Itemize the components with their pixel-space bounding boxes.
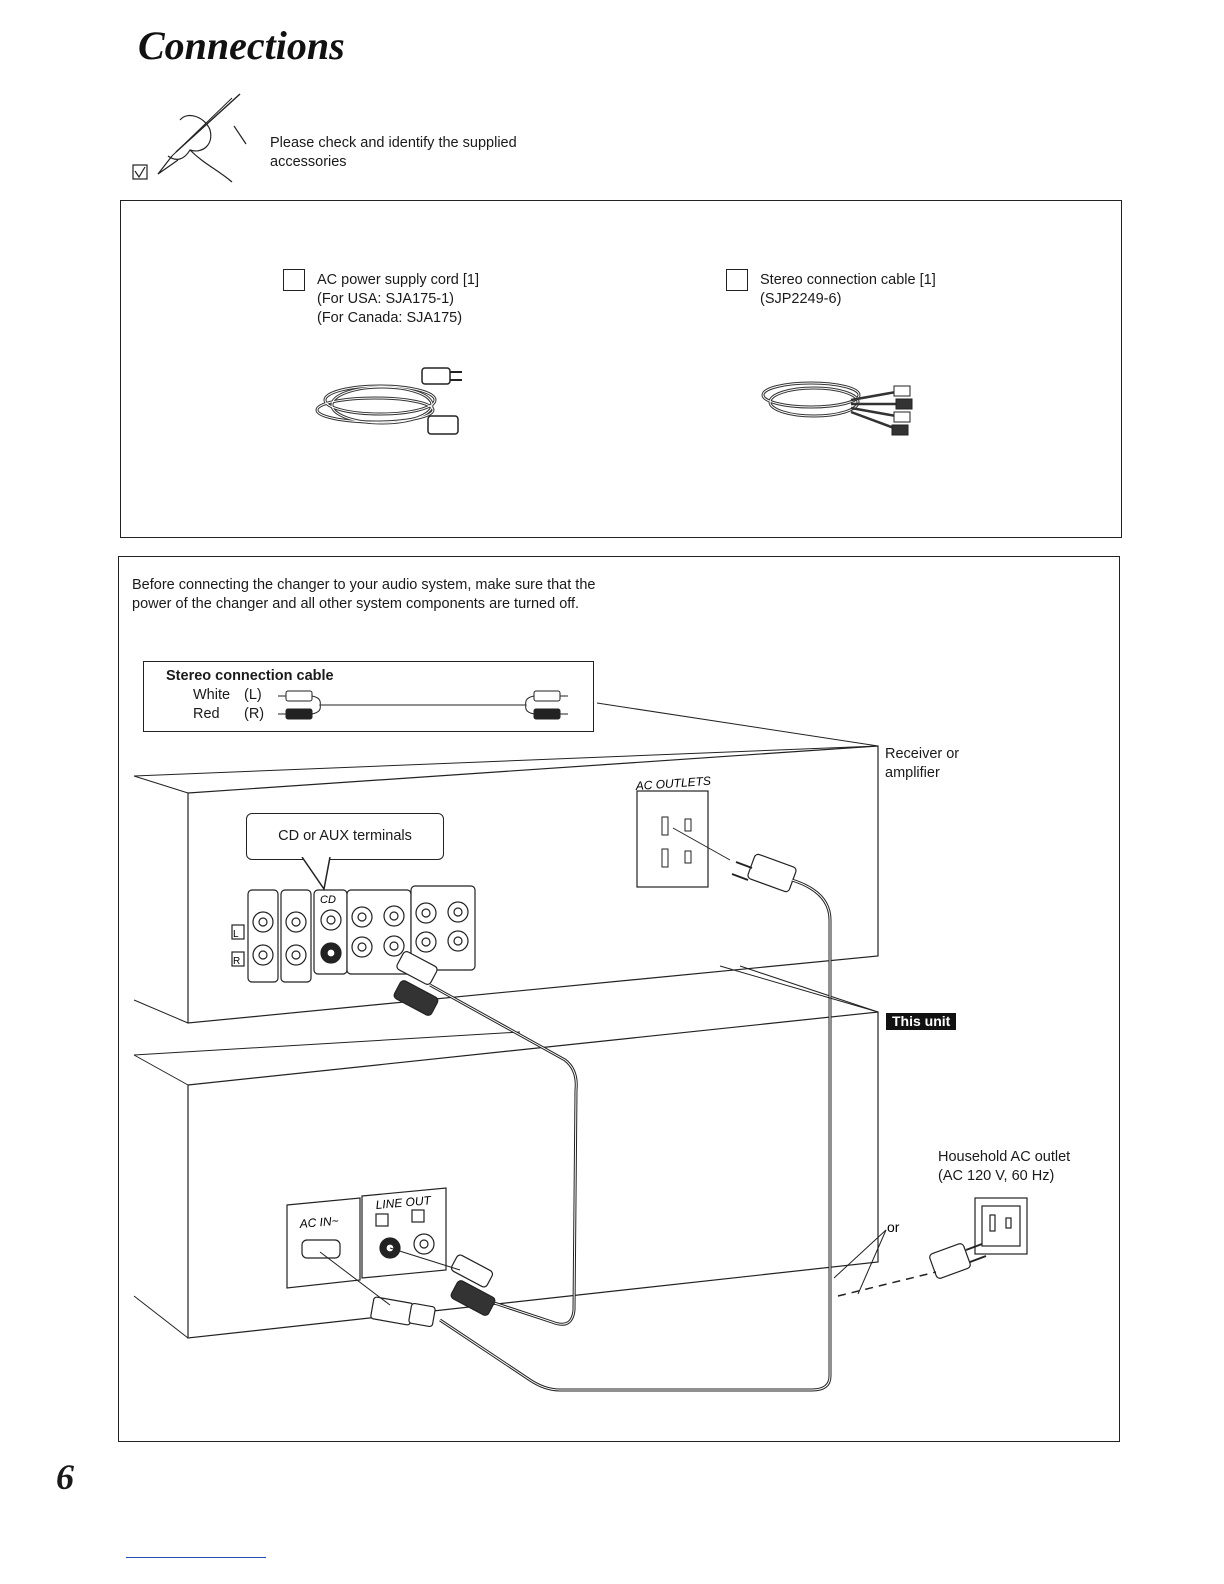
accessory-detail: (For Canada: SJA175) [317, 310, 463, 326]
legend-title: Stereo connection cable [166, 668, 334, 684]
power-cord-illustration [315, 367, 462, 435]
household-label-line1: Household AC outlet [938, 1149, 1071, 1165]
this-unit-badge: This unit [886, 1013, 957, 1030]
legend-red-label: Red [193, 706, 220, 722]
ac-in-label: AC IN~ [298, 1214, 339, 1231]
accessory-stereo-cable-text: Stereo connection cable [1] (SJP2249-6) [760, 271, 1060, 309]
cd-aux-callout: CD or AUX terminals [246, 813, 444, 860]
legend-cable-icon [278, 690, 568, 720]
accessories-panel [120, 200, 1122, 538]
footer-rule [126, 1557, 266, 1558]
accessory-name: Stereo connection cable [1] [760, 272, 936, 288]
receiver-label-line2: amplifier [885, 765, 940, 781]
connection-panel [118, 556, 1120, 1442]
check-instruction: Please check and identify the supplied a… [270, 135, 517, 170]
pen-check-icon [132, 93, 247, 183]
page-number: 6 [56, 1457, 74, 1497]
receiver-label-line1: Receiver or [885, 746, 960, 762]
line-out-label: LINE OUT [375, 1193, 433, 1212]
stereo-cable-illustration [761, 381, 913, 436]
left-channel-mark: L [233, 929, 239, 940]
page-title: Connections [138, 23, 345, 68]
accessory-detail: (SJP2249-6) [760, 291, 842, 307]
receiver-label: Receiver or amplifier [885, 745, 959, 783]
receiver-terminals [231, 885, 476, 983]
accessory-power-cord-text: AC power supply cord [1] (For USA: SJA17… [317, 271, 617, 328]
cable-legend [143, 661, 594, 732]
legend-red-channel: (R) [244, 706, 265, 722]
or-label: or [887, 1219, 900, 1235]
ac-outlets-panel [636, 790, 731, 888]
household-label-line2: (AC 120 V, 60 Hz) [938, 1168, 1055, 1184]
right-channel-mark: R [233, 956, 240, 967]
accessory-name: AC power supply cord [1] [317, 272, 479, 288]
cd-jack-label: CD [320, 894, 336, 906]
accessory-detail: (For USA: SJA175-1) [317, 291, 454, 307]
accessory-checkbox-stereo-cable[interactable] [726, 269, 748, 291]
legend-white-channel: (L) [244, 687, 262, 703]
legend-white-label: White [193, 687, 231, 703]
intro-text: Before connecting the changer to your au… [132, 577, 596, 612]
household-outlet-label: Household AC outlet (AC 120 V, 60 Hz) [938, 1148, 1070, 1186]
callout-pointer [301, 857, 331, 891]
ac-outlets-label: AC OUTLETS [634, 774, 711, 793]
accessory-checkbox-power-cord[interactable] [283, 269, 305, 291]
